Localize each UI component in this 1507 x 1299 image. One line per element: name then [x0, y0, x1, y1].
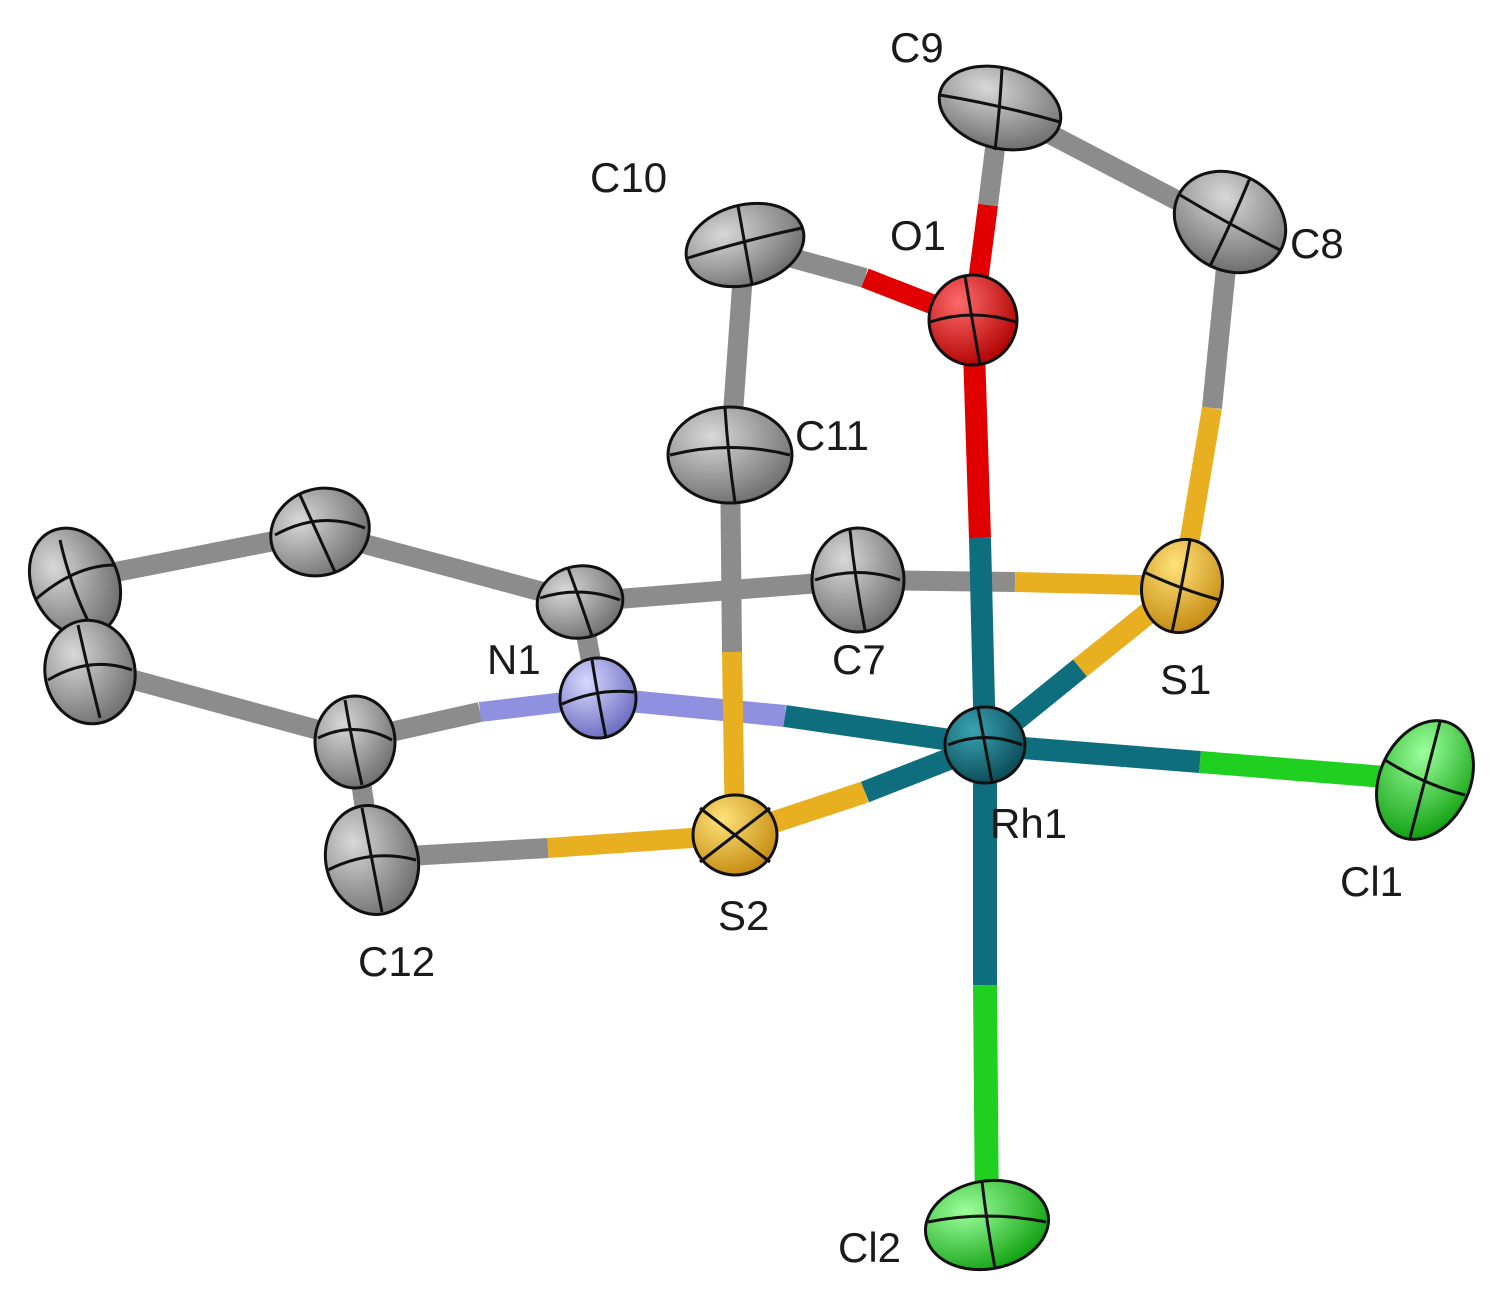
atom-ring-c-e [535, 564, 625, 640]
label-c10: C10 [590, 154, 667, 201]
atom-ring-c-b [269, 486, 371, 578]
atom-labels: C9 C10 O1 C8 C11 N1 C7 S1 Rh1 Cl1 S2 C12… [358, 24, 1403, 1271]
label-cl2: Cl2 [838, 1224, 901, 1271]
label-c12: C12 [358, 938, 435, 985]
label-cl1: Cl1 [1340, 858, 1403, 905]
label-c7: C7 [832, 636, 886, 683]
label-o1: O1 [890, 212, 946, 259]
atom-c8 [1172, 169, 1288, 275]
label-s2: S2 [718, 892, 769, 939]
atom-rh1 [943, 705, 1027, 785]
atom-s2 [691, 793, 779, 877]
atom-cl2 [923, 1178, 1051, 1272]
atom-c12 [323, 804, 421, 916]
atom-ring-c-d [313, 694, 397, 790]
atom-c7 [810, 526, 906, 634]
atom-n1 [558, 656, 638, 740]
atom-c11 [666, 405, 794, 505]
atom-c10 [684, 201, 806, 289]
atom-cl1 [1375, 719, 1475, 841]
label-s1: S1 [1160, 656, 1211, 703]
label-c11: C11 [795, 412, 869, 459]
label-c9: C9 [890, 24, 944, 71]
label-n1: N1 [487, 636, 541, 683]
atom-ring-c-c [43, 618, 137, 726]
atoms [27, 64, 1475, 1272]
atom-o1 [927, 273, 1019, 367]
label-rh1: Rh1 [990, 800, 1067, 847]
atom-s1 [1139, 537, 1225, 635]
label-c8: C8 [1290, 220, 1344, 267]
atom-c9 [937, 64, 1063, 152]
